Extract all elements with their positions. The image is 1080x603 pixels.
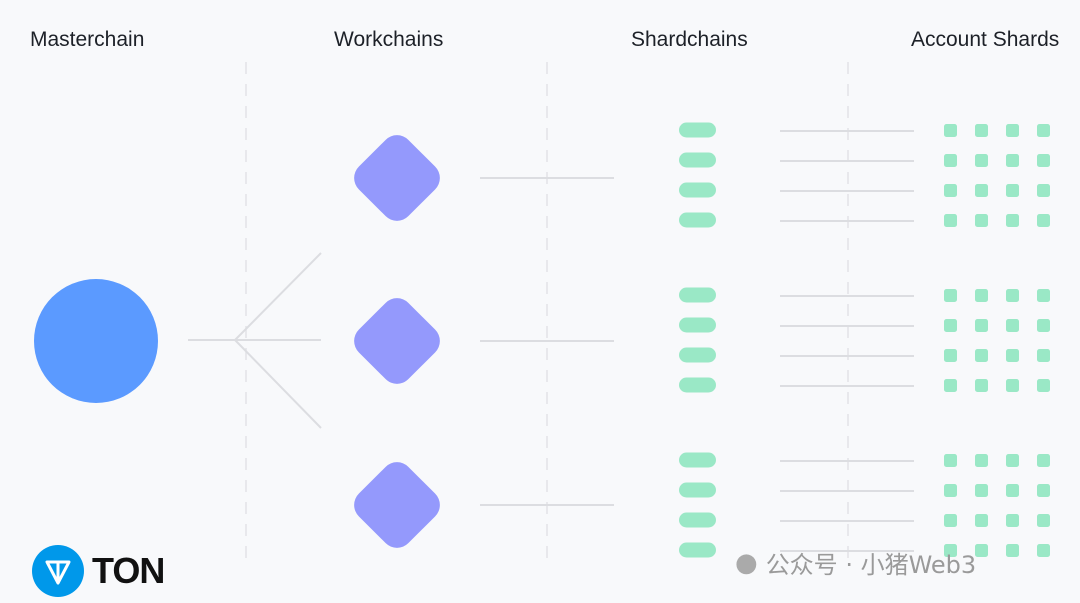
workchain-diamond xyxy=(354,462,440,548)
account-shard-square xyxy=(1006,154,1019,167)
account-shard-square xyxy=(1006,379,1019,392)
shardchain-pill xyxy=(679,287,716,303)
account-shard-square xyxy=(944,544,957,557)
account-shard-square xyxy=(975,124,988,137)
wechat-icon: ● xyxy=(735,547,758,578)
account-shard-square xyxy=(944,454,957,467)
shardchain-pill xyxy=(679,152,716,168)
workchain-diamond xyxy=(354,298,440,384)
shardchain-pill xyxy=(679,542,716,558)
account-shard-square xyxy=(975,484,988,497)
account-shard-square xyxy=(944,379,957,392)
account-shard-square xyxy=(1006,289,1019,302)
shardchain-pill xyxy=(679,122,716,138)
ton-logo: TON xyxy=(32,545,165,597)
column-title-shardchains: Shardchains xyxy=(631,28,748,51)
account-shard-square xyxy=(1037,514,1050,527)
account-shard-square xyxy=(975,319,988,332)
shardchain-pill xyxy=(679,377,716,393)
account-shard-square xyxy=(1037,154,1050,167)
account-shard-square xyxy=(1006,484,1019,497)
account-shard-square xyxy=(1037,379,1050,392)
column-title-masterchain: Masterchain xyxy=(30,28,145,51)
account-shard-square xyxy=(1037,214,1050,227)
shardchain-pill xyxy=(679,452,716,468)
account-shard-square xyxy=(1037,289,1050,302)
column-title-account-shards: Account Shards xyxy=(911,28,1060,51)
account-shard-square xyxy=(944,124,957,137)
account-shard-square xyxy=(944,184,957,197)
shardchain-pill xyxy=(679,212,716,228)
account-shard-square xyxy=(944,319,957,332)
ton-diamond-icon xyxy=(32,545,84,597)
workchain-diamond xyxy=(354,135,440,221)
account-shard-square xyxy=(1037,184,1050,197)
account-shard-square xyxy=(975,184,988,197)
account-shard-square xyxy=(1006,319,1019,332)
shardchain-pill xyxy=(679,482,716,498)
account-shard-square xyxy=(975,454,988,467)
account-shard-square xyxy=(1006,124,1019,137)
account-shard-square xyxy=(944,514,957,527)
account-shard-square xyxy=(1037,544,1050,557)
account-shard-square xyxy=(1006,514,1019,527)
account-shard-square xyxy=(975,214,988,227)
shardchain-pill xyxy=(679,347,716,363)
account-shard-square xyxy=(1006,454,1019,467)
account-shard-square xyxy=(1006,349,1019,362)
shardchain-pill xyxy=(679,317,716,333)
masterchain-circle xyxy=(34,279,158,403)
account-shard-square xyxy=(1006,544,1019,557)
account-shard-square xyxy=(975,379,988,392)
account-shard-square xyxy=(1037,349,1050,362)
account-shard-square xyxy=(975,349,988,362)
account-shard-square xyxy=(975,544,988,557)
account-shard-square xyxy=(1006,184,1019,197)
ton-logo-text: TON xyxy=(92,550,165,591)
watermark: ● 公众号 · 小猪Web3 xyxy=(735,545,976,580)
account-shard-square xyxy=(944,484,957,497)
account-shard-square xyxy=(944,349,957,362)
account-shard-square xyxy=(1037,484,1050,497)
account-shard-square xyxy=(975,514,988,527)
account-shard-square xyxy=(975,154,988,167)
account-shard-square xyxy=(1037,319,1050,332)
column-title-workchains: Workchains xyxy=(334,28,444,51)
account-shard-square xyxy=(975,289,988,302)
account-shard-square xyxy=(944,214,957,227)
shardchain-pill xyxy=(679,512,716,528)
shardchain-pill xyxy=(679,182,716,198)
branch-line xyxy=(234,252,322,341)
watermark-text: 公众号 · 小猪Web3 xyxy=(765,551,977,579)
account-shard-square xyxy=(944,154,957,167)
account-shard-square xyxy=(944,289,957,302)
account-shard-square xyxy=(1037,124,1050,137)
branch-line xyxy=(234,339,322,429)
account-shard-square xyxy=(1037,454,1050,467)
account-shard-square xyxy=(1006,214,1019,227)
